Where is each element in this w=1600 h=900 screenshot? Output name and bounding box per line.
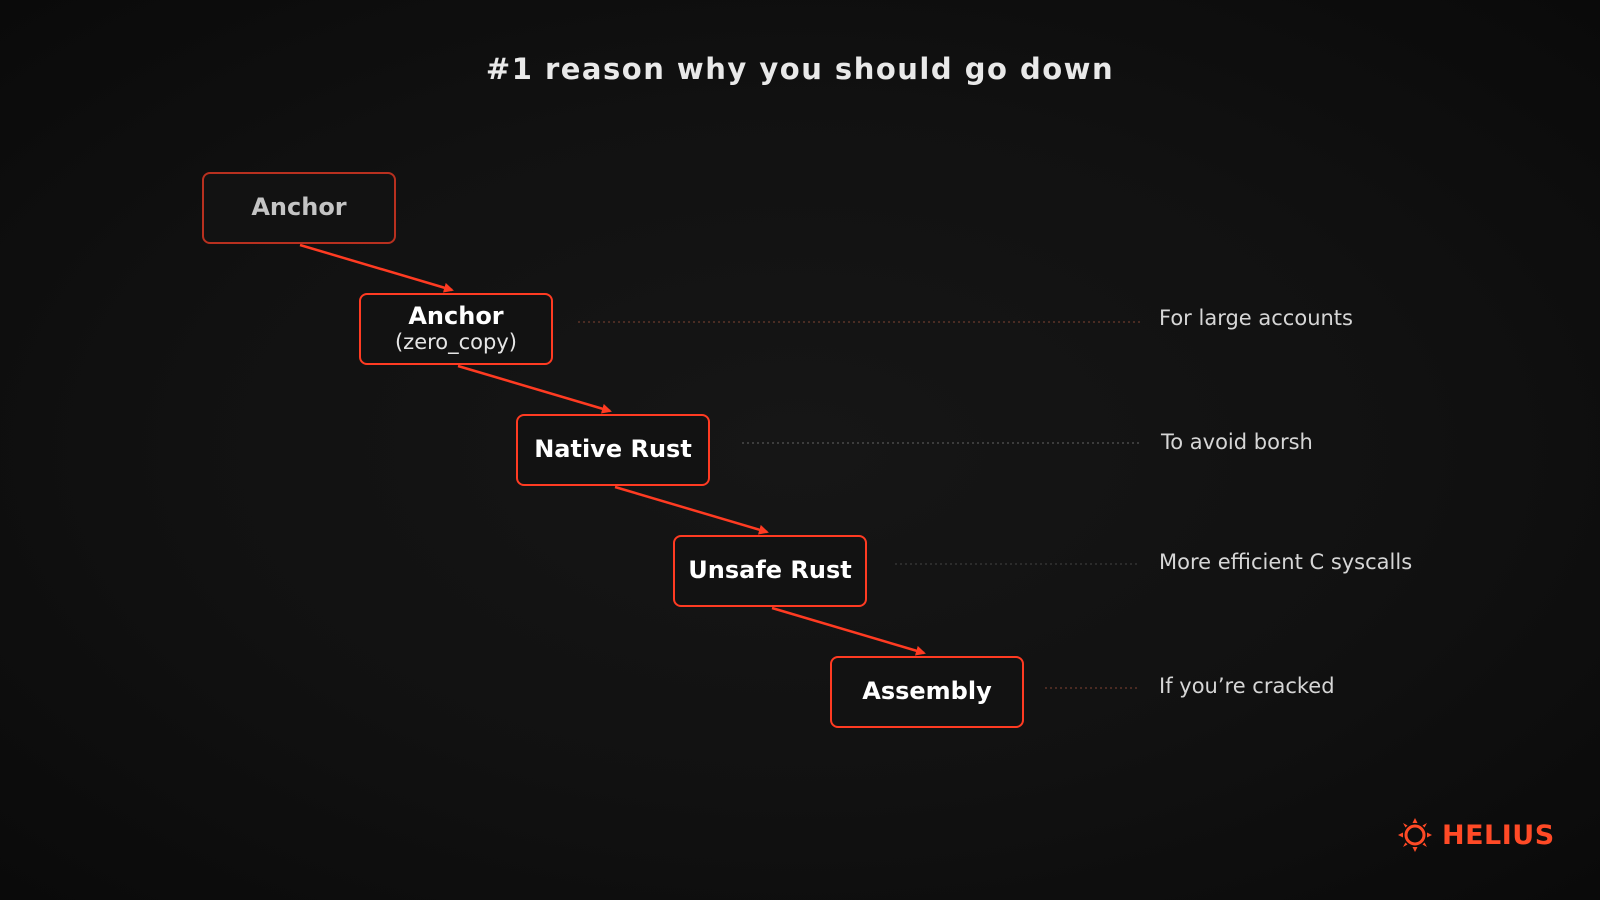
note-avoid-borsh: To avoid borsh [1161,430,1313,454]
node-label: Unsafe Rust [688,556,852,585]
node-native-rust: Native Rust [516,414,710,486]
helius-sun-icon [1398,818,1432,852]
node-sublabel: (zero_copy) [394,330,517,355]
node-label: Assembly [862,677,992,706]
flow-arrow-1 [299,243,454,293]
node-assembly: Assembly [830,656,1024,728]
flow-arrow-2 [457,364,612,414]
node-label: Anchor [251,193,347,222]
slide-title: #1 reason why you should go down [485,52,1115,86]
node-label: Native Rust [534,435,692,464]
flow-arrow-3 [614,485,769,535]
node-label: Anchor [408,301,504,330]
node-unsafe-rust: Unsafe Rust [673,535,867,607]
note-large-accounts: For large accounts [1159,306,1353,330]
helius-logo: HELIUS [1398,818,1555,852]
flow-arrow-4 [771,606,926,656]
logo-text: HELIUS [1442,819,1555,851]
note-cracked: If you’re cracked [1159,674,1335,698]
node-anchor-zero-copy: Anchor (zero_copy) [359,293,553,365]
node-anchor: Anchor [202,172,396,244]
note-c-syscalls: More efficient C syscalls [1159,550,1413,574]
